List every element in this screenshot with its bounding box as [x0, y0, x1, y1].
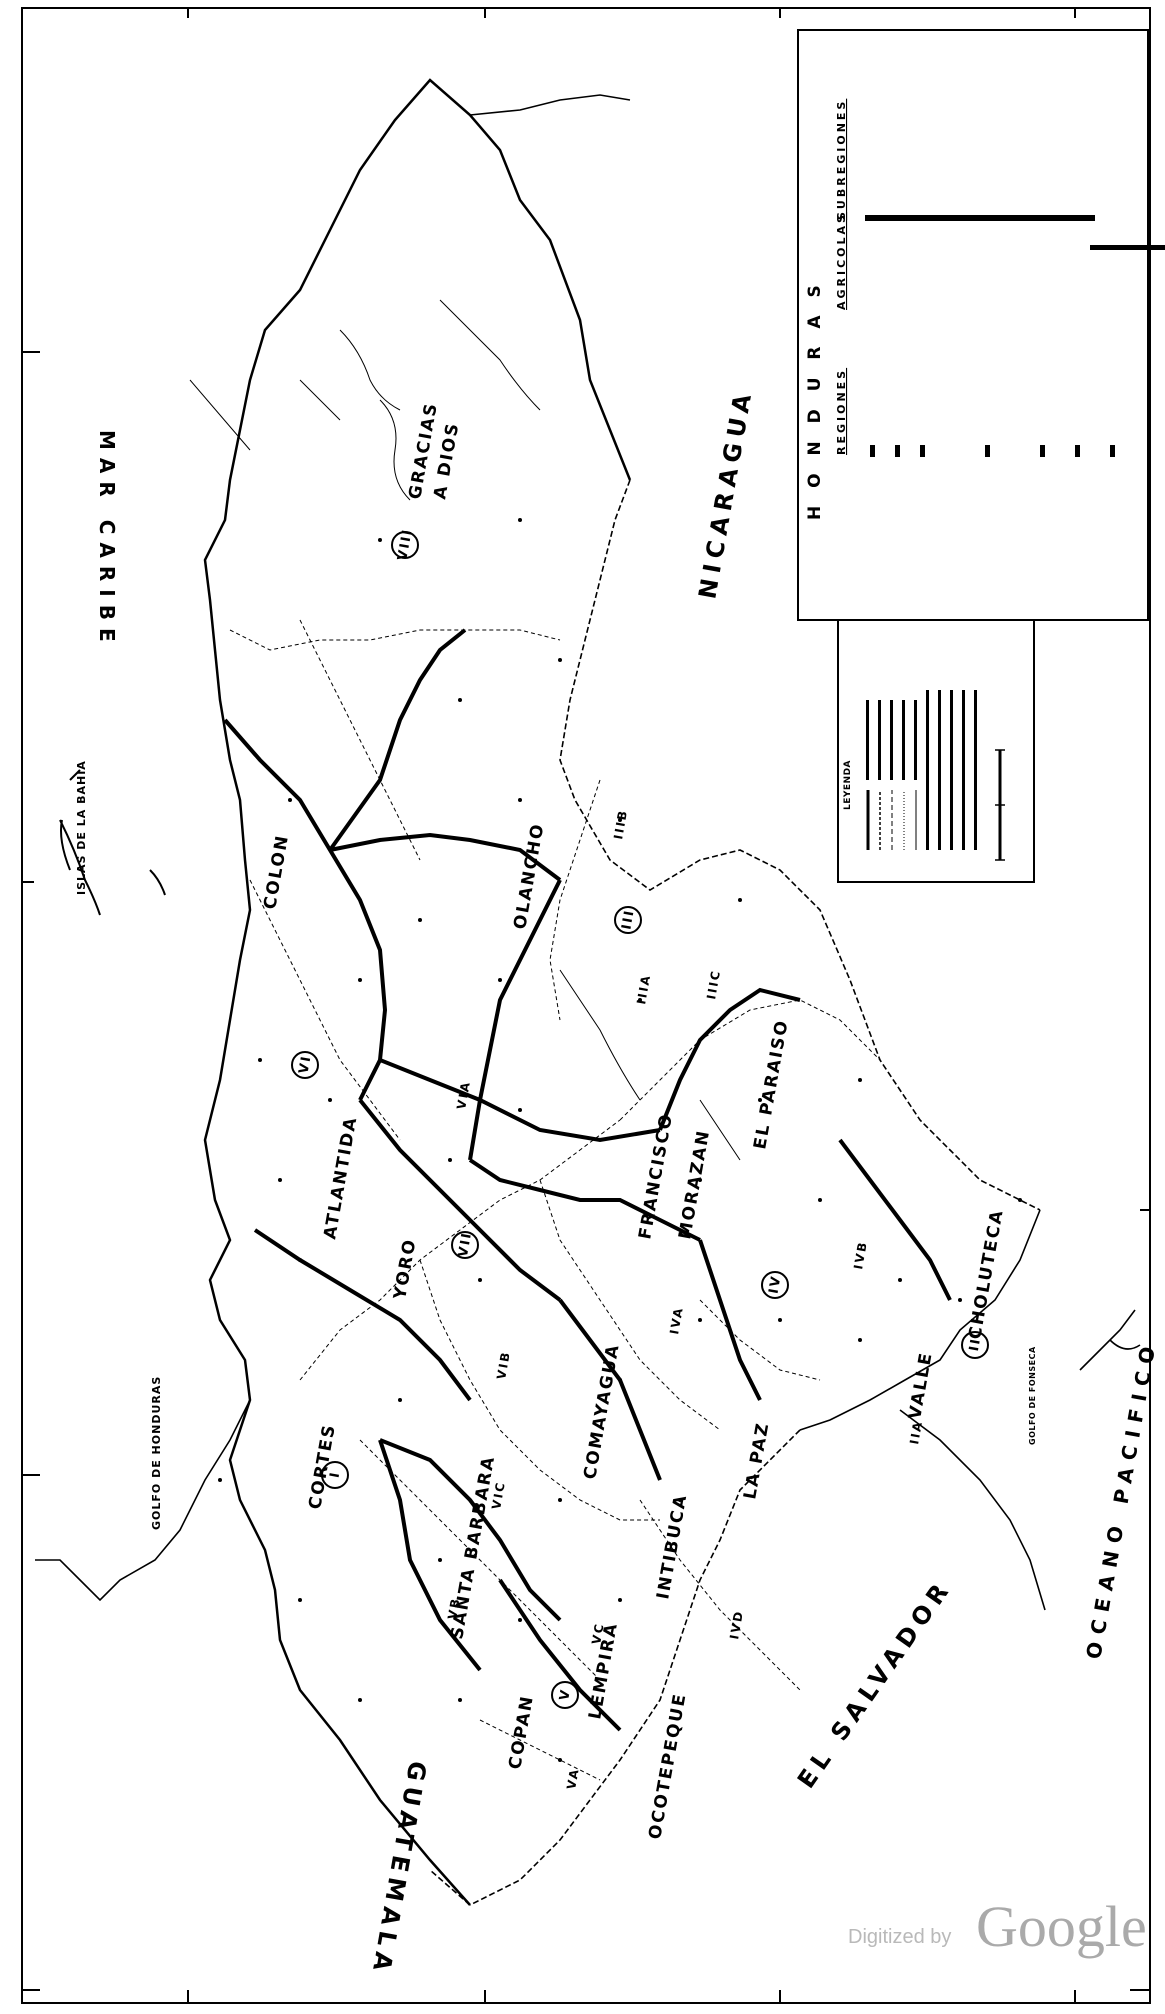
- region-i-label: I: [328, 1470, 344, 1479]
- dept-copan-label: COPAN: [505, 1693, 538, 1771]
- legend-small-text-lines: [866, 690, 977, 850]
- dept-francisco-label: FRANCISCO: [635, 1111, 677, 1241]
- subregion-vc-label: VC: [589, 1621, 607, 1645]
- region-iv-label: IV: [767, 1274, 785, 1295]
- caribbean-sea-label: MAR CARIBE: [95, 430, 119, 650]
- region-ii-label: II: [967, 1336, 984, 1352]
- watermark-prefix: Digitized by: [848, 1926, 951, 1948]
- legend-small-box: LEYENDA: [837, 619, 1035, 883]
- subregion-ivb-label: IVB: [851, 1240, 870, 1271]
- honduras-outline: [35, 78, 1141, 1906]
- pacific-coast: [799, 1209, 1041, 1431]
- subregion-va-label: VA: [564, 1767, 582, 1791]
- legend-main-rows: [865, 215, 1165, 457]
- bay-islands: [59, 769, 166, 916]
- subregion-via-label: VIA: [454, 1079, 473, 1110]
- region-vi-label: VI: [297, 1054, 315, 1075]
- legend-main-box: H O N D U R A S REGIONES AGRICOLAS SUBRE…: [797, 29, 1165, 621]
- dept-comayagua-label: COMAYAGUA: [580, 1342, 624, 1481]
- watermark-brand: Google: [976, 1894, 1147, 1959]
- bay-islands-label: ISLAS DE LA BAHIA: [75, 760, 88, 895]
- watermark: Digitized by Google: [848, 1894, 1147, 1959]
- nicaragua-label: NICARAGUA: [693, 386, 758, 601]
- fonseca-islands: [1079, 1309, 1141, 1371]
- el-salvador-label: EL SALVADOR: [792, 1574, 957, 1793]
- region-markers: [291, 531, 989, 1709]
- region-viii-label: VIII: [395, 527, 415, 562]
- subregion-labels: IIIA IIIB IIIC IVA IVB IVD VA VB VC VIA …: [445, 808, 925, 1791]
- legend-small-line-samples: [866, 790, 917, 850]
- dept-choluteca-label: CHOLUTECA: [965, 1207, 1008, 1340]
- subregion-iia-label: IIA: [907, 1419, 925, 1445]
- legend-main-heading-left: REGIONES: [835, 368, 848, 455]
- dept-morazan-label: MORAZAN: [675, 1128, 714, 1241]
- region-boundaries: [223, 628, 952, 1732]
- nicaragua-coast: [469, 94, 631, 116]
- legend-main-title: H O N D U R A S: [805, 279, 825, 520]
- el-salvador-border: [469, 1429, 801, 1906]
- subregion-vib-label: VIB: [494, 1350, 513, 1381]
- subregion-vb-label: VB: [445, 1596, 463, 1621]
- region-v-label: V: [557, 1687, 574, 1701]
- nicaragua-border: [559, 479, 1041, 1211]
- legend-main-heading-center: AGRICOLAS: [835, 212, 848, 310]
- dept-ocotepeque-label: OCOTEPEQUE: [645, 1691, 690, 1841]
- subregion-iiia-label: IIIA: [634, 973, 653, 1006]
- region-marker-labels: I II III IV V VI VII VIII: [297, 527, 985, 1702]
- gulf-honduras-label: GOLFO DE HONDURAS: [150, 1376, 163, 1530]
- dept-yoro-label: YORO: [390, 1237, 421, 1302]
- legend-scale-bar: [995, 749, 1005, 861]
- subregion-iiib-label: IIIB: [611, 808, 630, 841]
- subregion-iiic-label: IIIC: [704, 968, 723, 1000]
- gulf-shore: [899, 1409, 1046, 1611]
- dept-la-paz-label: LA PAZ: [740, 1420, 773, 1501]
- legend-small-title: LEYENDA: [843, 760, 853, 810]
- guatemala-coast: [35, 1399, 251, 1602]
- caribbean-coast: [203, 78, 632, 1906]
- subregion-vic-label: VIC: [489, 1480, 508, 1511]
- dept-cortes-label: CORTES: [305, 1422, 340, 1511]
- dept-atlantida-label: ATLANTIDA: [320, 1114, 361, 1240]
- subregion-iva-label: IVA: [667, 1305, 686, 1335]
- dept-el-paraiso-label: EL PARAISO: [750, 1018, 793, 1151]
- gulf-fonseca-label: GOLFO DE FONSECA: [1028, 1346, 1037, 1445]
- region-vii-label: VII: [456, 1230, 475, 1258]
- dept-valle-label: VALLE: [905, 1350, 937, 1421]
- region-iii-label: III: [619, 908, 637, 931]
- dept-colon-label: COLON: [260, 833, 293, 911]
- rivers: [189, 299, 741, 1161]
- settlements: [218, 518, 1022, 1762]
- dept-intibuca-label: INTIBUCA: [653, 1492, 691, 1601]
- legend-main-heading-right: SUBREGIONES: [835, 99, 848, 220]
- department-boundaries: [229, 619, 881, 1781]
- subregion-ivd-label: IVD: [727, 1609, 746, 1641]
